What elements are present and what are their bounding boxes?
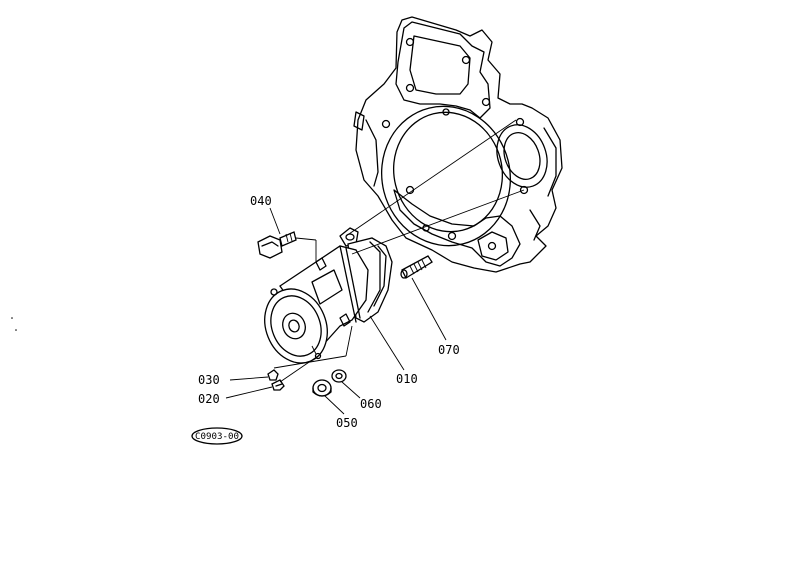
label-070: 070 — [438, 343, 460, 357]
label-020: 020 — [198, 392, 220, 406]
diagram-code-badge: C0903-00 — [191, 427, 243, 445]
flywheel-housing — [353, 16, 563, 273]
scan-specks — [11, 317, 17, 331]
stud-bolt — [400, 255, 433, 279]
label-050: 050 — [336, 416, 358, 430]
assembly-lines — [273, 119, 525, 383]
label-040: 040 — [250, 194, 272, 208]
small-nuts — [267, 369, 285, 391]
nut-and-washer — [312, 369, 347, 397]
part-labels: 040 010 070 030 020 060 050 — [198, 194, 460, 430]
diagram-code: C0903-00 — [195, 432, 239, 442]
label-030: 030 — [198, 373, 220, 387]
label-010: 010 — [396, 372, 418, 386]
label-060: 060 — [360, 397, 382, 411]
starter-motor — [264, 227, 393, 364]
leader-lines — [225, 207, 447, 415]
hex-bolt — [257, 231, 297, 259]
